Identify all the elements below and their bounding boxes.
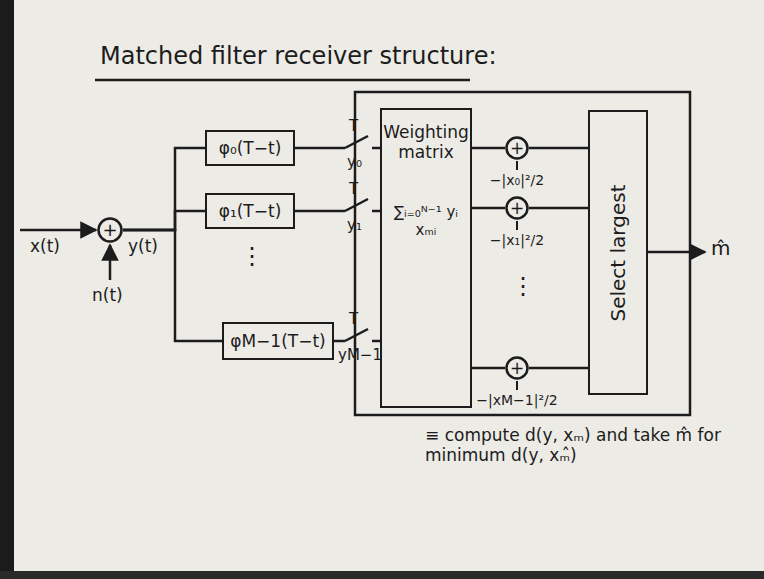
matched-filter-box: φ₁(T−t)	[205, 193, 295, 229]
junction-circle	[507, 358, 528, 379]
node-label: Weighting matrix	[383, 122, 469, 163]
sampler-switch	[345, 329, 368, 341]
sampling-time: T	[349, 117, 358, 135]
junction-circle	[507, 138, 528, 159]
input-wire	[20, 229, 96, 232]
signal-wire	[123, 230, 222, 341]
bias-term: −|xM−1|²/2	[476, 392, 557, 409]
signal-wire	[472, 147, 505, 150]
title-underline	[95, 79, 470, 82]
node-label: φ₀(T−t)	[219, 138, 282, 158]
signal-wire	[529, 207, 588, 210]
output-wire	[648, 251, 705, 254]
matched-filter-box: φM−1(T−t)	[222, 322, 334, 360]
node-label: +	[510, 360, 524, 377]
node-label: +	[510, 140, 524, 157]
ellipsis: ⋮	[240, 242, 264, 271]
enclosing-frame	[355, 92, 690, 415]
signal-wire	[123, 211, 205, 230]
weighting-matrix-box: Weighting matrix ∑ᵢ₌₀ᴺ⁻¹ yᵢ xₘᵢ	[380, 108, 472, 408]
signal-label: n(t)	[92, 285, 123, 305]
node-formula: ∑ᵢ₌₀ᴺ⁻¹ yᵢ xₘᵢ	[386, 203, 466, 239]
signal-wire	[295, 210, 380, 213]
bias-wire	[516, 381, 518, 390]
sample-label: yM−1	[338, 346, 382, 364]
node-label: Select largest	[606, 184, 630, 321]
bias-term: −|x₁|²/2	[490, 232, 544, 249]
bias-wire	[516, 221, 518, 230]
diagram-title: Matched filter receiver structure:	[100, 42, 497, 70]
ellipsis: ⋮	[511, 272, 535, 301]
summing-junction: +	[505, 356, 529, 380]
sampling-time: T	[349, 180, 358, 198]
bias-wire	[516, 161, 518, 170]
sampling-time: T	[349, 310, 358, 328]
node-label: +	[510, 200, 524, 217]
summing-junction: +	[97, 217, 123, 243]
bias-term: −|x₀|²/2	[490, 172, 544, 189]
sampler-switch	[345, 136, 368, 148]
signal-wire	[472, 367, 505, 370]
signal-wire	[123, 148, 205, 230]
signal-wire	[529, 147, 588, 150]
noise-wire	[109, 245, 112, 280]
node-label: φ₁(T−t)	[219, 201, 282, 221]
decision-output: m̂	[711, 236, 730, 260]
matched-filter-box: φ₀(T−t)	[205, 130, 295, 166]
selector-box: Select largest	[588, 110, 648, 395]
sampler-switch	[345, 199, 368, 211]
board-edge	[0, 0, 14, 579]
sample-label: y₀	[347, 153, 362, 171]
annotation-note: ≡ compute d(y, xₘ) and take m̂ for minim…	[425, 425, 725, 466]
board-edge	[0, 571, 764, 579]
node-label: φM−1(T−t)	[230, 331, 326, 351]
signal-wire	[529, 367, 588, 370]
summing-junction: +	[505, 196, 529, 220]
junction-circle	[507, 198, 528, 219]
summing-junction: +	[505, 136, 529, 160]
node-label: +	[102, 221, 117, 239]
signal-label: y(t)	[128, 236, 158, 256]
junction-circle	[99, 219, 122, 242]
signal-label: x(t)	[30, 236, 60, 256]
signal-wire	[295, 147, 380, 150]
sample-label: y₁	[347, 216, 362, 234]
signal-wire	[334, 340, 380, 343]
signal-wire	[472, 207, 505, 210]
